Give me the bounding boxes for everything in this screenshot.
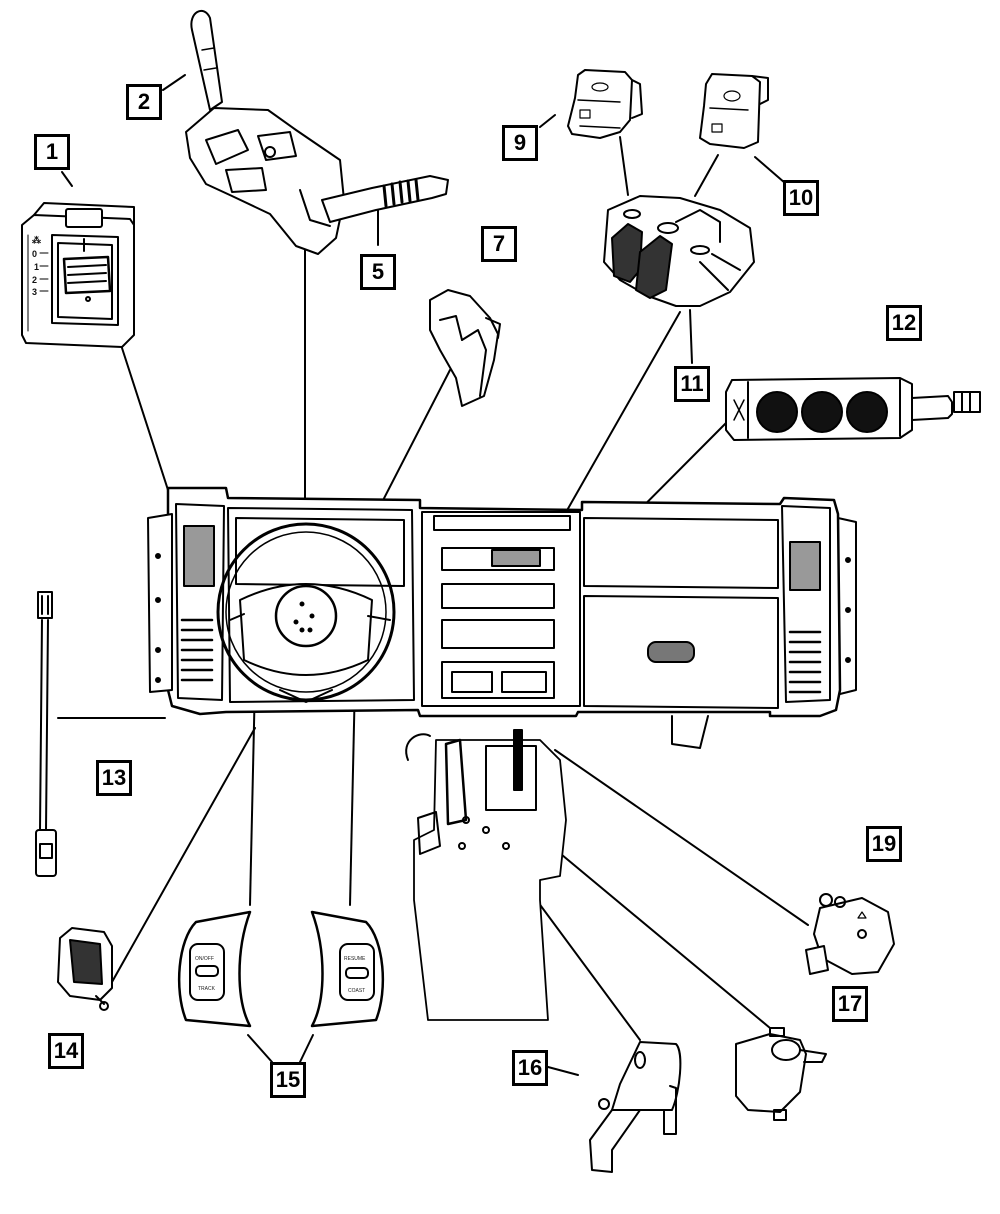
rocker-switch-10-drawing: [699, 73, 769, 149]
callout-2: 2: [126, 84, 162, 120]
speed-right-top-label: RESUME: [344, 956, 366, 962]
speed-control-right-drawing: RESUME COAST: [310, 910, 385, 1028]
callout-13: 13: [96, 760, 132, 796]
headlamp-pos-2: 2: [32, 275, 37, 285]
callout-12: 12: [886, 305, 922, 341]
leader-9-to-bank: [619, 136, 629, 196]
callout-1: 1: [34, 134, 70, 170]
callout-15: 15: [270, 1062, 306, 1098]
speed-control-left-drawing: ON/OFF TRACK: [177, 910, 252, 1028]
callout-17: 17: [832, 986, 868, 1022]
leader-15b: [349, 679, 356, 906]
leader-9: [539, 114, 556, 128]
callout-5: 5: [360, 254, 396, 290]
sensor-drawing: [805, 893, 895, 975]
console-shifter-drawing: [405, 729, 567, 1021]
leader-17: [554, 749, 809, 926]
leader-15a: [249, 679, 256, 906]
heater-control-drawing: [725, 377, 981, 441]
bracket-drawing: [589, 1041, 682, 1173]
leader-16-label: [547, 1066, 579, 1076]
position-sensor-drawing: [735, 1027, 827, 1121]
speed-left-top-label: ON/OFF: [195, 956, 214, 962]
multifunction-switch-drawing: [185, 9, 449, 255]
headlamp-switch-drawing: ⁂ 0 1 2 3: [21, 202, 135, 348]
svg-text:⁂: ⁂: [32, 234, 41, 245]
rocker-switch-9-drawing: [567, 69, 643, 139]
rocker-switch-bank-drawing: [603, 195, 755, 307]
leader-1: [61, 171, 73, 187]
leader-15d: [299, 1034, 314, 1063]
leader-14: [111, 727, 256, 983]
instrument-panel-drawing: [147, 486, 857, 749]
headlamp-pos-3: 3: [32, 287, 37, 297]
leader-11: [689, 309, 693, 364]
callout-14: 14: [48, 1033, 84, 1069]
callout-16: 16: [512, 1050, 548, 1086]
callout-9: 9: [502, 125, 538, 161]
callout-7: 7: [481, 226, 517, 262]
ignition-switch-drawing: [429, 289, 501, 407]
leader-2: [162, 74, 186, 91]
speed-left-bottom-label: TRACK: [198, 986, 216, 992]
speed-right-bottom-label: COAST: [348, 988, 365, 994]
harness-drawing: [35, 591, 57, 877]
callout-19: 19: [866, 826, 902, 862]
leader-15c: [247, 1034, 273, 1063]
callout-11: 11: [674, 366, 710, 402]
headlamp-pos-1: 1: [34, 262, 39, 272]
callout-10: 10: [783, 180, 819, 216]
headlamp-pos-0: 0: [32, 249, 37, 259]
stop-lamp-switch-drawing: [57, 927, 113, 1011]
leader-10-to-bank: [694, 154, 719, 197]
leader-10: [754, 156, 786, 184]
